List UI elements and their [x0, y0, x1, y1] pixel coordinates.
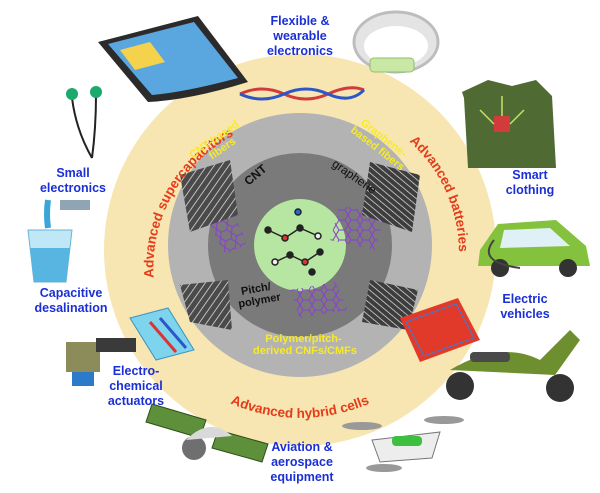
braided-fiber-icon — [239, 86, 366, 101]
smart-jacket-icon — [462, 80, 556, 168]
cnt-fiber-micrograph — [180, 160, 238, 232]
electric-car-icon — [478, 220, 590, 277]
label-flexible-wearable: Flexible & wearable electronics — [266, 14, 333, 58]
label-aviation-aerospace: Aviation & aerospace equipment — [270, 440, 334, 484]
core-center — [254, 199, 346, 291]
label-smart-clothing: Smart clothing — [505, 168, 555, 197]
battery-panel-icon — [400, 298, 480, 362]
smart-wristband-icon — [352, 10, 440, 74]
electric-scooter-icon — [446, 330, 580, 402]
satellite-icon — [145, 403, 269, 463]
pitch-polymer-image — [290, 282, 348, 318]
earphones-icon — [66, 86, 102, 159]
polymer-fiber-micrograph-left — [180, 280, 232, 330]
graphene-fiber-micrograph — [362, 162, 420, 232]
drone-icon — [342, 416, 464, 472]
water-glass-icon — [27, 199, 90, 283]
flexible-tablet-icon — [98, 16, 248, 102]
label-small-electronics: Small electronics — [39, 166, 106, 195]
robotic-hand-icon — [66, 338, 136, 386]
inner-label-polymer-cnfs: Polymer/pitch- derived CNFs/CMFs — [253, 333, 357, 357]
label-electric-vehicles: Electric vehicles — [500, 292, 550, 321]
molecule-cluster — [264, 208, 324, 276]
label-capacitive-desalination: Capacitive desalination — [34, 286, 108, 315]
electrode-plates-icon — [129, 307, 195, 361]
label-electrochemical-actuators: Electro- chemical actuators — [107, 364, 165, 408]
